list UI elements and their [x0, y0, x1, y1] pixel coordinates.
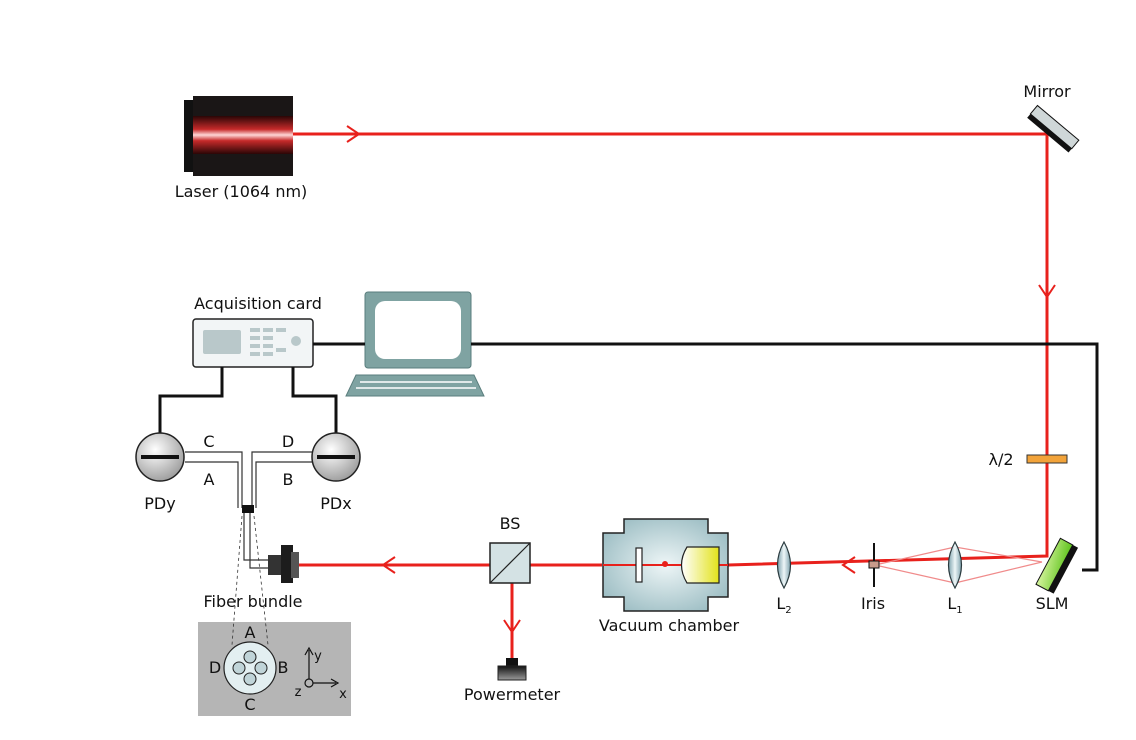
vacuum-chamber-label: Vacuum chamber — [599, 616, 740, 635]
half-wave-plate — [1026, 454, 1068, 464]
axis-y-label: y — [314, 649, 322, 664]
lens-l2-label: L2 — [776, 594, 791, 616]
fiber-a-label: A — [204, 470, 215, 489]
beam-direction-arrow — [381, 556, 396, 574]
fiber-junction — [242, 505, 254, 513]
keyboard — [345, 374, 485, 397]
fiber-c-label: C — [203, 432, 214, 451]
photodiode-pdy — [135, 432, 185, 482]
beam-direction-arrow — [503, 619, 521, 634]
fiber-d-label: D — [282, 432, 294, 451]
trapped-particle — [662, 561, 668, 567]
signal-cables — [158, 342, 1099, 572]
inset-a-label: A — [245, 623, 256, 642]
pdx-label: PDx — [320, 494, 351, 513]
fiber-lines — [185, 451, 312, 569]
iris — [868, 543, 880, 587]
axis-z-label: z — [295, 685, 302, 700]
spatial-light-modulator — [1035, 537, 1079, 594]
fiber-b-label: B — [283, 470, 294, 489]
mirror — [1027, 104, 1080, 153]
inset-d-label: D — [209, 658, 221, 677]
fiber-coupler — [268, 545, 299, 583]
fiber-bundle-label: Fiber bundle — [203, 592, 302, 611]
beam-direction-arrow — [841, 556, 856, 574]
beam-splitter — [489, 542, 531, 584]
photodiode-pdx — [311, 432, 361, 482]
iris-label: Iris — [861, 594, 885, 613]
lens-l2 — [776, 540, 792, 590]
beam-direction-arrow — [346, 125, 361, 143]
laser-label: Laser (1064 nm) — [175, 182, 308, 201]
lens-l1-label: L1 — [947, 594, 962, 616]
powermeter — [497, 658, 527, 681]
half-wave-plate-label: λ/2 — [988, 450, 1013, 469]
vacuum-chamber — [602, 518, 729, 612]
slm-label: SLM — [1036, 594, 1069, 613]
beam-direction-arrow — [1038, 284, 1056, 299]
computer — [345, 291, 485, 397]
fiber-bundle-inset — [198, 515, 351, 716]
acquisition-card — [192, 318, 314, 368]
beam-splitter-label: BS — [500, 514, 521, 533]
fiber-bundle-cross-section — [223, 641, 277, 695]
powermeter-label: Powermeter — [464, 685, 561, 704]
pdy-label: PDy — [144, 494, 175, 513]
axes-indicator — [304, 646, 340, 688]
axis-x-label: x — [339, 687, 347, 702]
inset-b-label: B — [278, 658, 289, 677]
acquisition-card-label: Acquisition card — [194, 294, 322, 313]
inset-c-label: C — [244, 695, 255, 714]
mirror-label: Mirror — [1023, 82, 1071, 101]
lens-l1 — [947, 540, 963, 590]
laser — [184, 96, 293, 176]
monitor-screen — [375, 301, 461, 359]
